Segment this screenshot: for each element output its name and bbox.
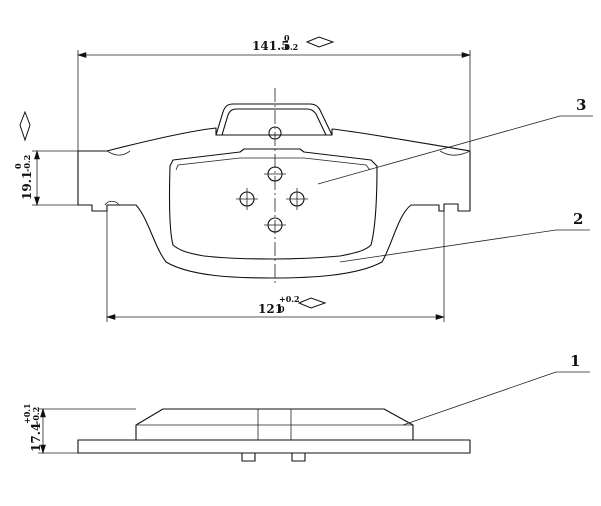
- dim-inner-width: 121 +0.2 0: [105, 211, 446, 322]
- backing-plate-outline: [77, 127, 471, 279]
- dim-inner-width-value: 121: [258, 302, 283, 316]
- dim-pad-height-lower: -0.2: [22, 155, 32, 172]
- wear-indicator-clip: [215, 103, 333, 140]
- dim-inner-width-lower: 0: [279, 304, 285, 314]
- direction-arrow-left: [19, 110, 31, 142]
- callout-2: 2: [339, 210, 590, 263]
- side-pin-left: [241, 452, 256, 462]
- dim-overall-width-value: 141.5: [252, 39, 290, 53]
- side-pin-right: [291, 452, 306, 462]
- friction-lining: [168, 148, 378, 260]
- direction-arrow-bottom: [297, 297, 327, 309]
- callout-2-label: 2: [573, 210, 583, 228]
- side-friction-profile: [135, 408, 414, 441]
- dim-pad-height-upper: 0: [13, 163, 23, 169]
- dim-pad-height-value: 19.1: [20, 171, 34, 200]
- side-backing-plate: [77, 439, 471, 454]
- side-view: [77, 408, 471, 462]
- callout-1: 1: [402, 352, 590, 426]
- direction-arrow-top: [305, 36, 335, 48]
- dim-overall-width-upper: 0: [284, 33, 290, 43]
- dim-thickness-upper: +0.1: [22, 403, 32, 424]
- callout-3-label: 3: [576, 96, 586, 114]
- dim-thickness-lower: -0.2: [31, 407, 41, 424]
- dim-thickness: 17.4 +0.1 -0.2: [22, 403, 136, 455]
- callout-1-label: 1: [570, 352, 580, 370]
- fixing-holes: [236, 166, 308, 233]
- dim-thickness-value: 17.4: [29, 423, 43, 452]
- dim-pad-height: 19.1 0 -0.2: [13, 110, 78, 207]
- dim-overall-width-lower: -0.2: [281, 42, 298, 52]
- callout-3: 3: [317, 96, 593, 185]
- dim-inner-width-upper: +0.2: [279, 294, 300, 304]
- dim-overall-width: 141.5 0 -0.2: [76, 33, 472, 151]
